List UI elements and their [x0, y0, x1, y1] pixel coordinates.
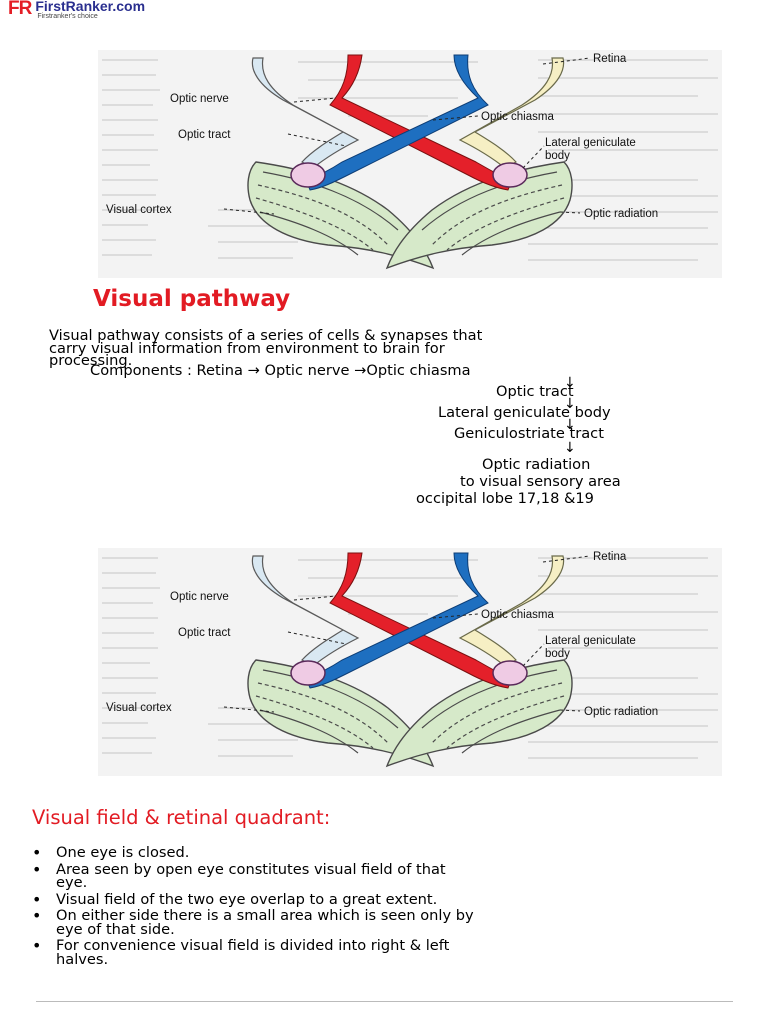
intro-line-2: carry visual information from environmen… — [49, 339, 445, 357]
label-retina: Retina — [593, 551, 627, 563]
label-optic-nerve: Optic nerve — [170, 591, 229, 603]
step-occipital-lobe: occipital lobe 17,18 &19 — [416, 490, 594, 507]
label-optic-radiation: Optic radiation — [584, 208, 658, 220]
label-optic-tract: Optic tract — [178, 129, 231, 141]
step-optic-tract: Optic tract — [496, 383, 574, 400]
footer-rule — [36, 1001, 733, 1002]
down-arrow-icon: ↓ — [564, 417, 576, 433]
visual-pathway-diagram-top: Retina Optic nerve Optic chiasma Optic t… — [98, 50, 722, 278]
step-optic-radiation: Optic radiation — [482, 456, 591, 473]
label-visual-cortex: Visual cortex — [106, 204, 172, 216]
lgb-left-shape — [290, 162, 326, 188]
intro-line-1: Visual pathway consists of a series of c… — [49, 327, 483, 344]
bullet-item: Area seen by open eye constitutes visual… — [30, 862, 730, 890]
bullet-item: One eye is closed. — [30, 845, 730, 860]
step-visual-sensory-area: to visual sensory area — [460, 473, 621, 490]
visual-field-bullets: One eye is closed. Area seen by open eye… — [30, 845, 730, 969]
label-optic-tract: Optic tract — [178, 627, 231, 639]
step-geniculostriate-tract: Geniculostriate tract — [454, 425, 604, 442]
down-arrow-icon: ↓ — [564, 375, 576, 391]
lgb-right-shape — [492, 660, 528, 686]
logo-text: FirstRanker.com Firstranker's choice — [35, 0, 145, 21]
visual-cortex-shape — [247, 659, 573, 768]
logo-name: FirstRanker.com — [35, 0, 146, 14]
down-arrow-icon: ↓ — [564, 440, 576, 456]
visual-pathway-svg: Retina Optic nerve Optic chiasma Optic t… — [98, 50, 722, 278]
visual-cortex-shape — [247, 161, 573, 270]
label-lateral-geniculate-body: body — [545, 648, 570, 660]
components-line: Components : Retina → Optic nerve →Optic… — [90, 362, 471, 379]
intro-line-3: processing. — [49, 352, 133, 369]
label-lateral-geniculate-body: body — [545, 150, 570, 162]
label-optic-nerve: Optic nerve — [170, 93, 229, 105]
step-lateral-geniculate-body: Lateral geniculate body — [438, 404, 611, 421]
section-title-visual-field: Visual field & retinal quadrant: — [32, 806, 331, 829]
logo-tagline: Firstranker's choice — [37, 13, 98, 20]
bullet-item: Visual field of the two eye overlap to a… — [30, 892, 730, 907]
section-title-visual-pathway: Visual pathway — [93, 286, 291, 312]
label-lateral-geniculate: Lateral geniculate — [545, 137, 636, 149]
bullet-item: On either side there is a small area whi… — [30, 908, 730, 936]
visual-pathway-svg: Retina Optic nerve Optic chiasma Optic t… — [98, 548, 722, 776]
label-optic-radiation: Optic radiation — [584, 706, 658, 718]
lgb-left-shape — [290, 660, 326, 686]
bullet-item: For convenience visual field is divided … — [30, 938, 730, 966]
label-lateral-geniculate: Lateral geniculate — [545, 635, 636, 647]
lgb-right-shape — [492, 162, 528, 188]
down-arrow-icon: ↓ — [564, 396, 576, 412]
label-optic-chiasma: Optic chiasma — [481, 111, 554, 123]
label-retina: Retina — [593, 53, 627, 65]
visual-pathway-diagram-bottom: Retina Optic nerve Optic chiasma Optic t… — [98, 548, 722, 776]
logo-mark: FR — [8, 0, 32, 19]
label-optic-chiasma: Optic chiasma — [481, 609, 554, 621]
site-logo: FR FirstRanker.com Firstranker's choice — [8, 0, 145, 20]
label-visual-cortex: Visual cortex — [106, 702, 172, 714]
intro-paragraph: Visual pathway consists of a series of c… — [49, 327, 729, 369]
